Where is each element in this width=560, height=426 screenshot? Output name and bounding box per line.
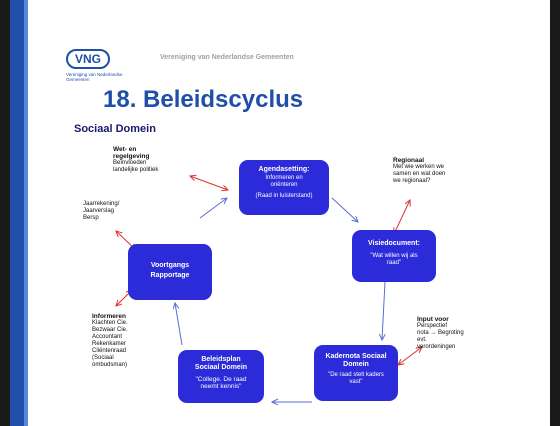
annotation-informeren: Informeren Klachten Cie. Bezwaar Cie. Ac… [92,313,152,369]
annotation-informeren-line5: Cliëntenraad [92,348,127,354]
slide-subtitle: Sociaal Domein [74,123,156,135]
box-agendasetting-line3: (Raad in luisterstand) [255,193,313,199]
annotation-jaarrekening-line1: Jaarrekening/ [83,201,120,207]
annotation-regionaal: Regionaal Met wie werken we samen en wat… [393,157,483,185]
annotation-wet-line1: Beïnvloeden [113,160,147,166]
annotation-informeren-line3: Accountant [92,334,123,340]
flow-arrow-visie-to-kadernota [382,281,386,340]
box-kadernota-title-line2: Domein [343,361,369,368]
annotation-wet-en-regelgeving: Wet- en regelgeving Beïnvloeden landelij… [113,146,193,174]
link-arrow-regionaal [394,200,410,234]
annotation-informeren-line1: Klachten Cie. [92,320,128,326]
diagram-arrows [10,0,550,426]
box-beleidsplan-title-line2: Sociaal Domein [194,364,248,371]
box-visiedocument-line2: raad" [386,260,402,266]
box-visiedocument-title: Visiedocument: [368,240,420,247]
box-agendasetting-line2: oriënteren [270,182,298,188]
annotation-input-line2: nota → Begroting [417,330,464,336]
annotation-informeren-line4: Rekenkamer [92,341,127,347]
flow-arrow-voortgang-to-agenda [199,198,227,219]
annotation-jaarrekening-line2: Jaarverslag [83,208,115,214]
annotation-wet-line2: landelijke politiek [113,167,159,173]
annotation-informeren-line2: Bezwaar Cie. [92,327,128,333]
box-beleidsplan-title-line1: Beleidsplan [201,356,241,363]
annotation-input-line4: verordeningen [417,344,456,350]
organization-name: Vereniging van Nederlandse Gemeenten [160,54,294,61]
box-kadernota-line2: vast" [349,379,363,385]
left-accent-stripe [10,0,24,426]
vng-logo-subtext: Vereniging van Nederlandse Gemeenten [66,72,123,82]
annotation-regionaal-line2: samen en wat doen [393,171,446,177]
box-voortgangsrapportage-title-line1: Voortgangs [150,262,190,269]
annotation-wet-title-line2: regelgeving [113,153,150,160]
annotation-informeren-title: Informeren [92,313,126,320]
box-agendasetting-title: Agendasetting: [258,166,310,173]
vng-logo: VNG [66,49,110,69]
box-voortgangsrapportage-title-line2: Rapportage [150,272,190,279]
annotation-informeren-line7: ombudsman) [92,362,128,368]
annotation-input-line3: evt. [417,337,427,343]
annotation-regionaal-line1: Met wie werken we [393,164,445,170]
box-visiedocument: Visiedocument: "Wat willen wij als raad" [352,230,436,282]
link-arrow-input [398,347,422,365]
annotation-regionaal-line3: we regionaal? [393,178,431,184]
box-visiedocument-line1: "Wat willen wij als [370,253,418,259]
annotation-regionaal-title: Regionaal [393,157,425,164]
annotation-input-title: Input voor [417,316,449,323]
annotation-jaarrekening: Jaarrekening/ Jaarverslag Bersp [83,201,143,222]
box-kadernota: Kadernota Sociaal Domein "De raad stelt … [314,345,398,401]
box-agendasetting-line1: Informeren en [265,175,303,181]
box-beleidsplan-line2: neemt kennis" [200,383,242,390]
left-accent-stripe-light [24,0,28,426]
annotation-informeren-line6: (Sociaal [92,355,114,361]
annotation-input-line1: Perspectief [417,323,448,329]
flow-arrow-agenda-to-visie [331,197,358,222]
box-kadernota-title-line1: Kadernota Sociaal [325,353,387,360]
link-arrow-wet [190,176,228,190]
annotation-input-voor: Input voor Perspectief nota → Begroting … [417,316,497,351]
box-voortgangsrapportage: Voortgangs Rapportage [128,244,212,300]
box-beleidsplan-line1: "College. De raad [195,376,247,383]
box-kadernota-line1: "De raad stelt kaders [328,372,384,378]
box-agendasetting: Agendasetting: Informeren en oriënteren … [239,160,329,215]
slide: VNG Vereniging van Nederlandse Gemeenten… [10,0,550,426]
slide-title: 18. Beleidscyclus [103,86,304,113]
box-beleidsplan: Beleidsplan Sociaal Domein "College. De … [178,350,264,403]
annotation-wet-title-line1: Wet- en [113,146,137,153]
flow-arrow-beleidsplan-to-voortgang [175,303,183,346]
annotation-jaarrekening-line3: Bersp [83,215,99,221]
